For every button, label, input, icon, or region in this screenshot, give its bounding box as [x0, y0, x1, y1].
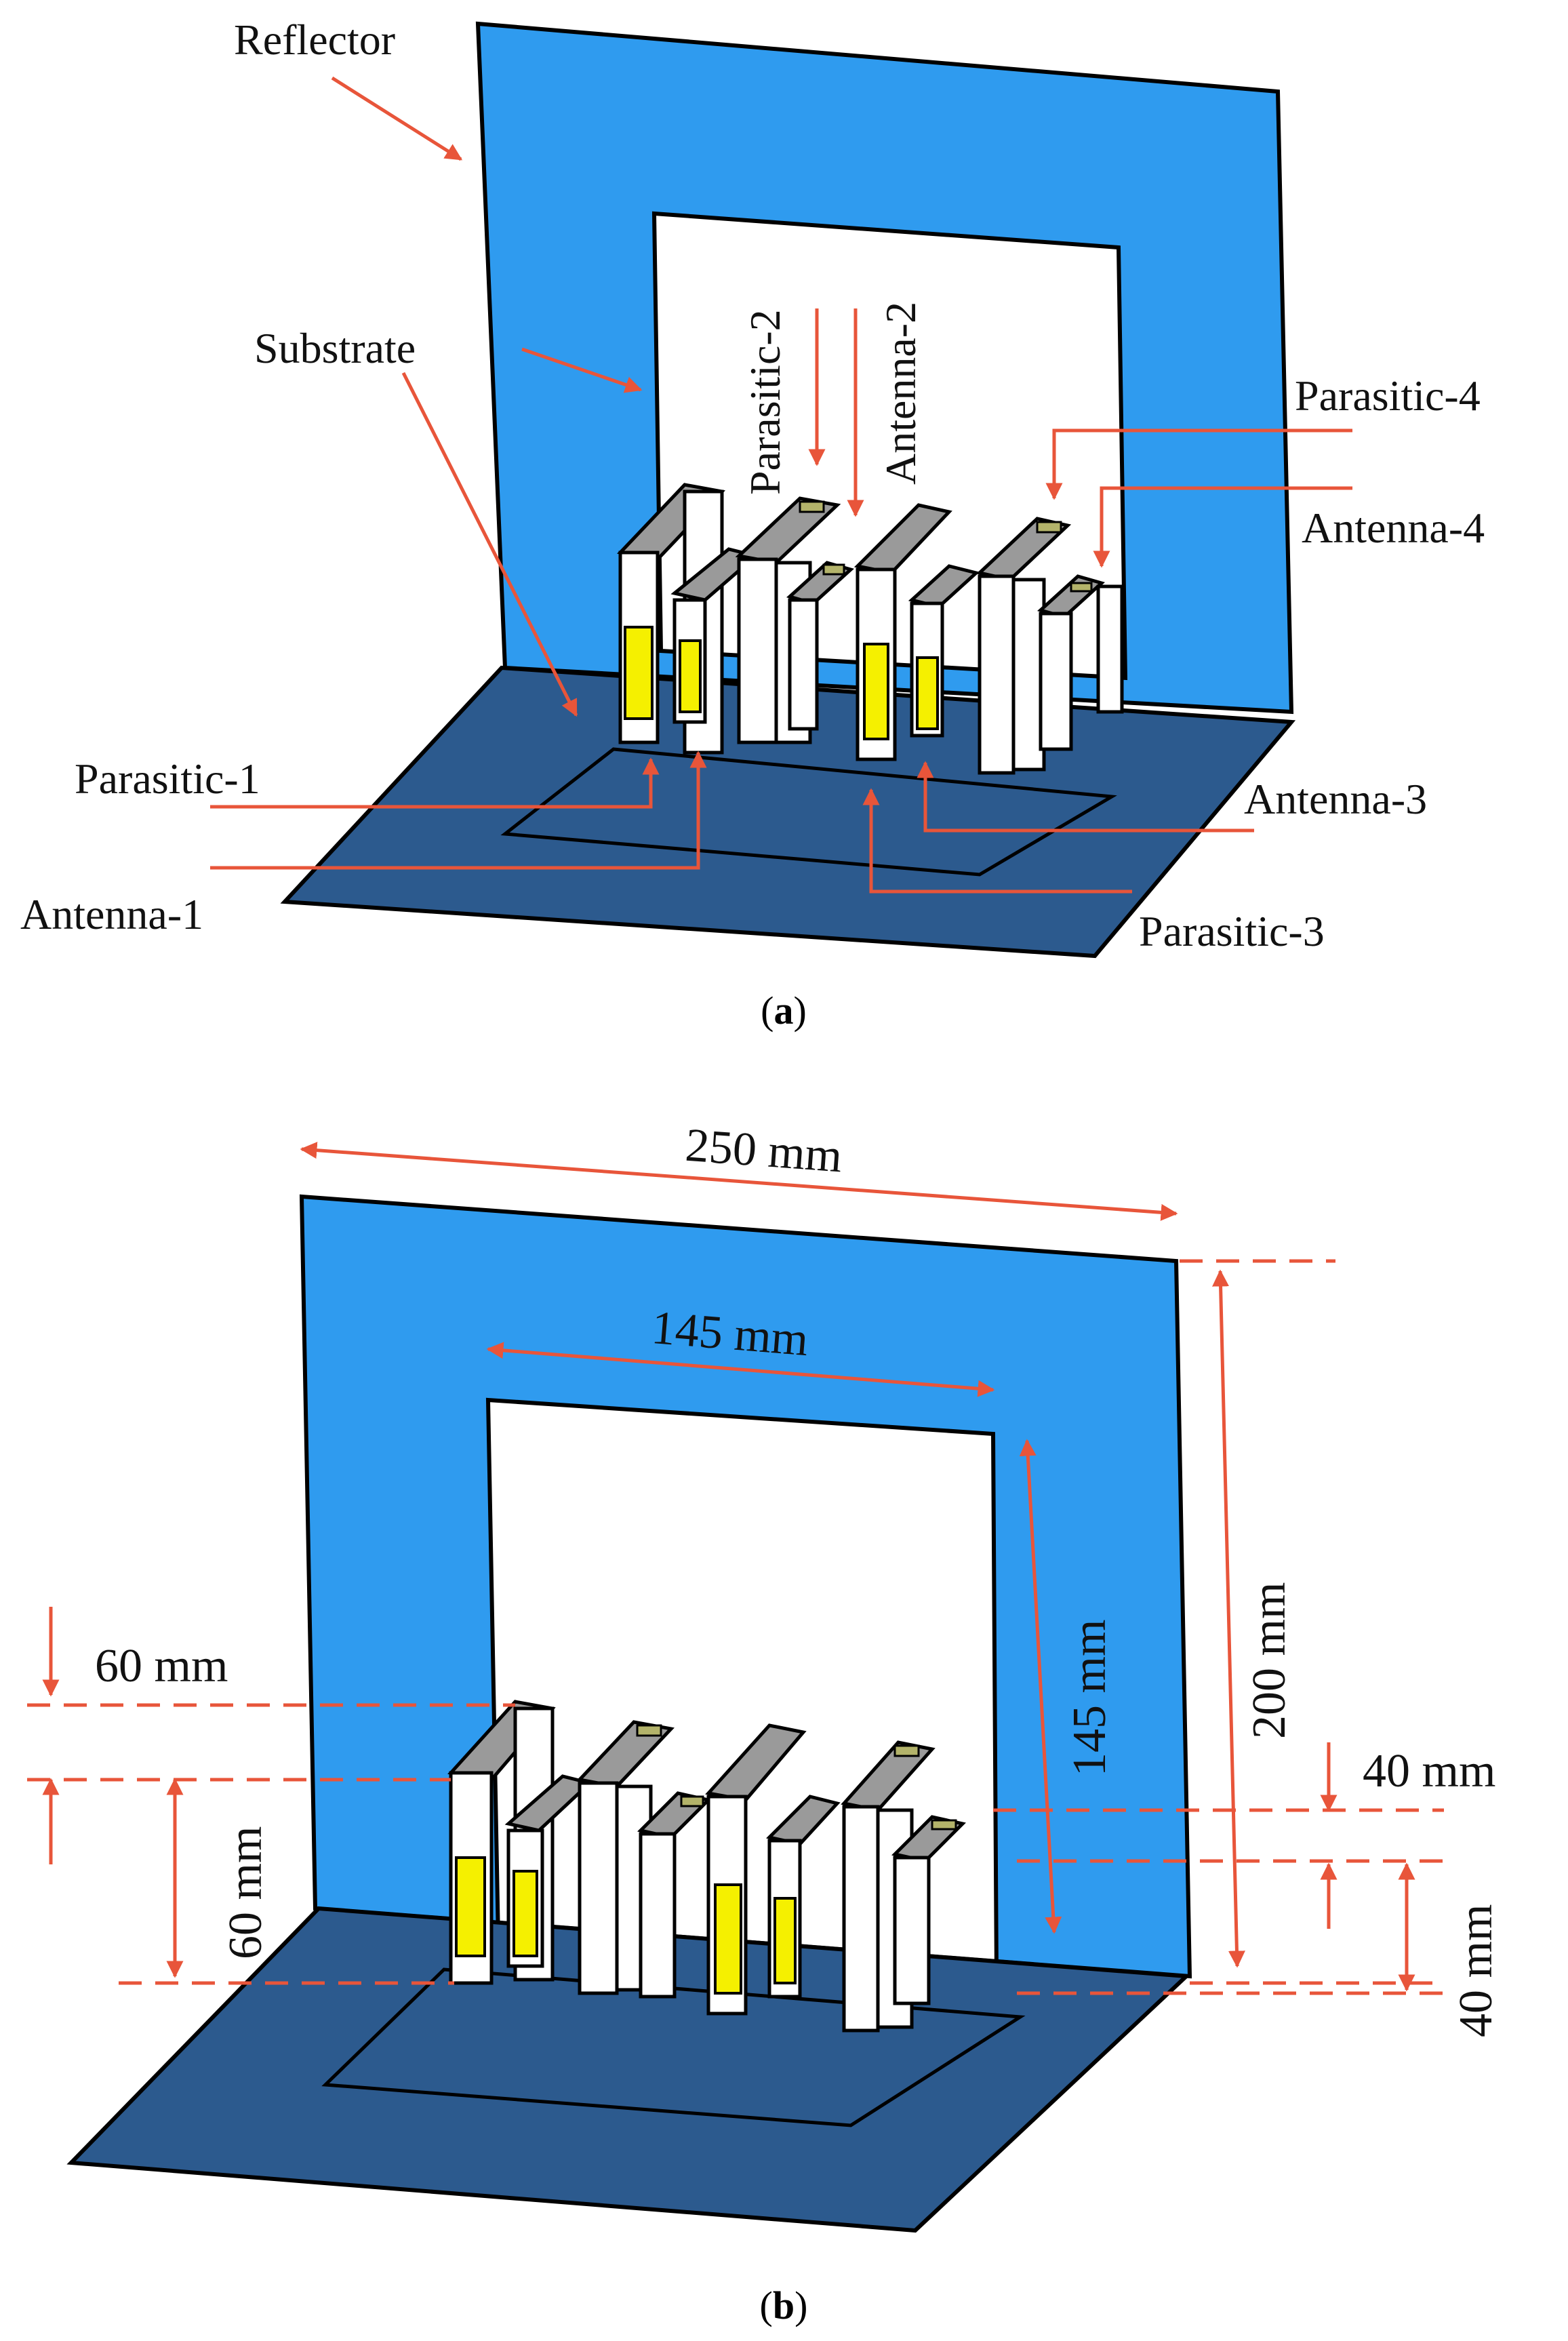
- substrate-outline-b: [321, 1967, 1026, 2127]
- label-parasitic-4: Parasitic-4: [1295, 372, 1481, 420]
- label-substrate: Substrate: [254, 324, 416, 372]
- element-b-6: [766, 1795, 841, 1999]
- label-parasitic-3: Parasitic-3: [1139, 907, 1325, 955]
- leader-arrows-a: [210, 76, 1352, 894]
- dim-reflector-height: 200 mm: [1243, 1582, 1295, 1739]
- dimension-arrows-b: [42, 1142, 1415, 1992]
- dim-element-height-right: 40 mm: [1450, 1904, 1502, 2037]
- dim-aperture-width: 145 mm: [649, 1302, 810, 1366]
- element-b-2: [504, 1774, 594, 1968]
- dim-reflector-width: 250 mm: [683, 1119, 843, 1183]
- caption-a: (a): [761, 988, 807, 1033]
- label-antenna-3: Antenna-3: [1244, 775, 1427, 823]
- dashed-guides-b: [27, 1259, 1444, 1995]
- dim-gap-right: 40 mm: [1363, 1745, 1495, 1797]
- dim-gap-left: 60 mm: [95, 1640, 228, 1692]
- element-b-5: [705, 1723, 807, 2016]
- caption-b: (b): [760, 2283, 808, 2327]
- dim-element-height-left: 60 mm: [220, 1826, 272, 1959]
- dim-aperture-height: 145 mm: [1064, 1620, 1116, 1776]
- label-antenna-4: Antenna-4: [1302, 504, 1485, 552]
- label-antenna-2: Antenna-2: [877, 302, 925, 485]
- label-antenna-1: Antenna-1: [20, 890, 203, 938]
- antenna-3-element: [908, 564, 980, 738]
- panel-b: 250 mm 145 mm 145 mm 200 mm 60 mm 60 mm …: [27, 1119, 1502, 2327]
- label-parasitic-2: Parasitic-2: [741, 309, 789, 495]
- element-b-4: [637, 1791, 712, 1999]
- parasitic-3-element: [853, 503, 952, 761]
- panel-a: Reflector Substrate Parasitic-1 Antenna-…: [20, 16, 1485, 1033]
- array-elements-b: [447, 1700, 966, 2033]
- parasitic-4-element: [976, 517, 1072, 775]
- element-b-8: [891, 1815, 966, 2005]
- reflector-frame-a: [475, 21, 1294, 715]
- antenna-4-element: [1037, 574, 1124, 751]
- antenna-2-element: [786, 561, 855, 731]
- array-elements-a: [617, 483, 1124, 775]
- label-reflector: Reflector: [234, 16, 395, 64]
- label-parasitic-1: Parasitic-1: [75, 755, 260, 803]
- element-b-3: [576, 1720, 675, 1995]
